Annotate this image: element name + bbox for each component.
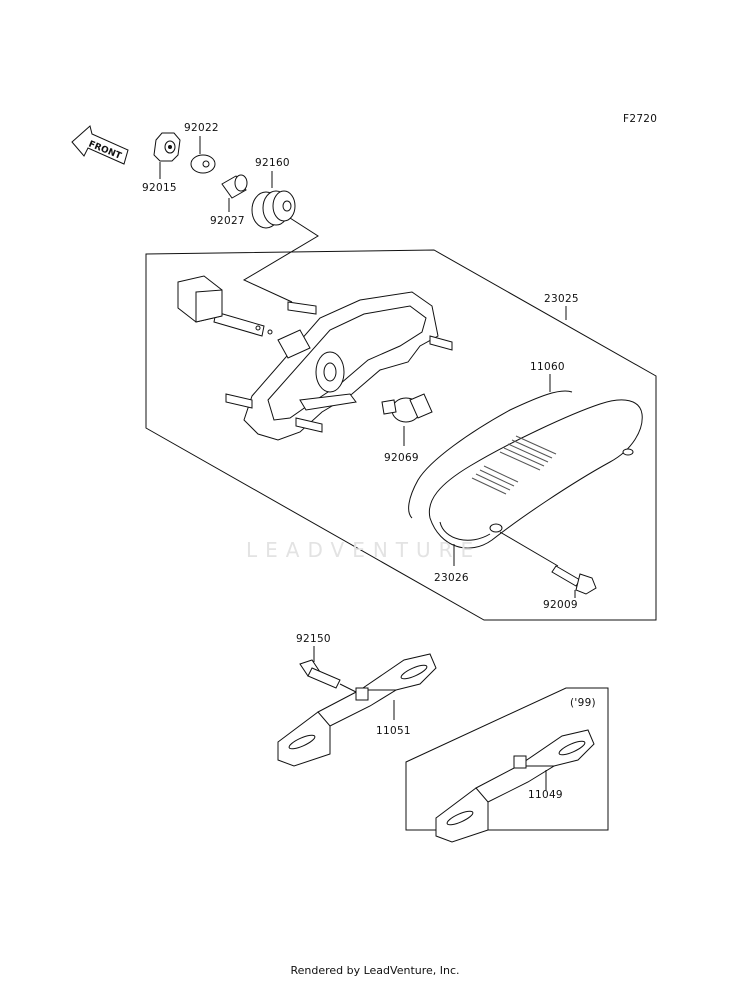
nut-92015[interactable] — [153, 132, 181, 162]
bracket-11051[interactable] — [277, 653, 437, 767]
label-92022[interactable]: 92022 — [184, 122, 219, 134]
front-arrow-icon: FRONT — [71, 125, 129, 165]
bulb-92069[interactable] — [381, 393, 433, 423]
housing-23025[interactable] — [177, 275, 453, 441]
gasket-11060[interactable] — [408, 390, 573, 519]
assembly-23025-boundary — [145, 249, 657, 621]
lens-23026[interactable] — [428, 399, 643, 549]
washer-92022[interactable] — [190, 154, 216, 174]
label-23026[interactable]: 23026 — [434, 572, 469, 584]
label-92160[interactable]: 92160 — [255, 157, 290, 169]
screw-92009[interactable] — [551, 565, 597, 595]
label-92069[interactable]: 92069 — [384, 452, 419, 464]
label-92009[interactable]: 92009 — [543, 599, 578, 611]
label-92150[interactable]: 92150 — [296, 633, 331, 645]
collar-92027[interactable] — [221, 174, 248, 199]
label-11060[interactable]: 11060 — [530, 361, 565, 373]
diagram-code: F2720 — [623, 113, 657, 125]
variant-99-boundary — [405, 687, 609, 831]
bracket-11049[interactable] — [435, 729, 595, 843]
label-11051[interactable]: 11051 — [376, 725, 411, 737]
footer-credit: Rendered by LeadVenture, Inc. — [290, 964, 460, 977]
label-92015[interactable]: 92015 — [142, 182, 177, 194]
watermark: LEADVENTURE — [246, 538, 482, 562]
label-23025[interactable]: 23025 — [544, 293, 579, 305]
bolt-92150[interactable] — [299, 659, 341, 689]
grommet-92160[interactable] — [251, 190, 296, 229]
label-92027[interactable]: 92027 — [210, 215, 245, 227]
variant-label: ('99) — [570, 697, 596, 709]
label-11049[interactable]: 11049 — [528, 789, 563, 801]
